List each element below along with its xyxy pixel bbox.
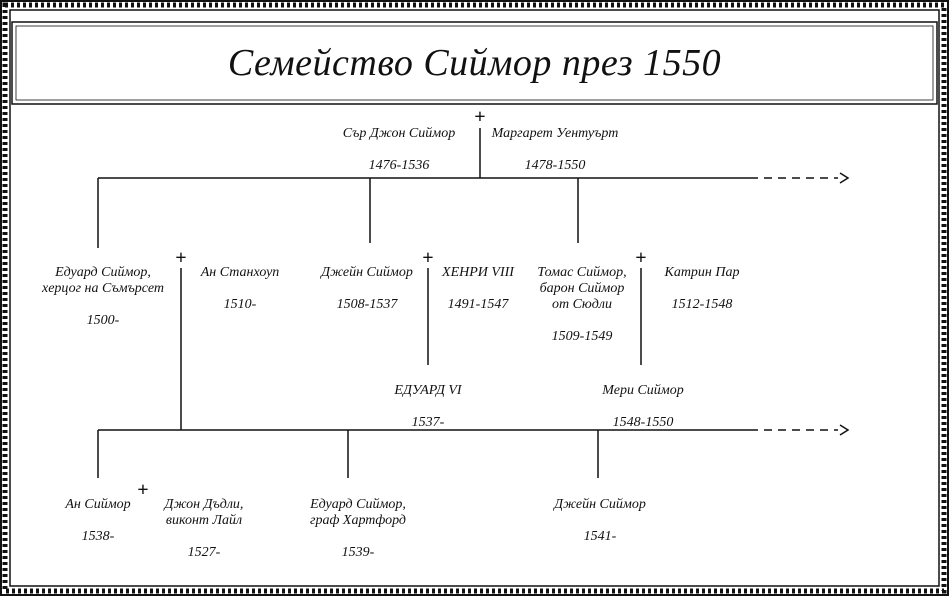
person-anne-seymour: Ан Сиймор 1538- [50, 481, 146, 561]
marriage-plus: + [474, 106, 486, 128]
person-name: Едуард Сиймор, херцог на Съмърсет [42, 265, 164, 296]
marriage-plus: + [175, 247, 187, 269]
person-years: 1500- [86, 313, 120, 328]
person-name: Ан Сиймор [65, 497, 131, 512]
person-years: 1478-1550 [524, 158, 586, 173]
person-years: 1509-1549 [551, 329, 613, 344]
person-years: 1510- [223, 297, 257, 312]
person-name: Джейн Сиймор [554, 497, 646, 512]
person-name: Джон Дъдли, виконт Лайл [164, 497, 244, 528]
person-john-dudley: Джон Дъдли, виконт Лайл 1527- [150, 481, 258, 577]
person-years: 1539- [341, 545, 375, 560]
person-jane-seymour-jr: Джейн Сиймор 1541- [545, 481, 655, 561]
person-name: Сър Джон Сиймор [342, 126, 456, 141]
person-anne-stanhope: Ан Станхоуп 1510- [192, 249, 288, 329]
person-henry-viii: ХЕНРИ VIII 1491-1547 [432, 249, 524, 329]
person-name: Едуард Сиймор, граф Хартфорд [309, 497, 407, 528]
person-edward-seymour-somerset: Едуард Сиймор, херцог на Съмърсет 1500- [38, 249, 168, 345]
person-years: 1537- [411, 415, 445, 430]
person-name: Томас Сиймор, барон Сиймор от Сюдли [537, 265, 627, 312]
person-name: ЕДУАРД VI [394, 383, 462, 398]
person-name: Маргарет Уентуърт [491, 126, 619, 141]
person-edward-seymour-hertford: Едуард Сиймор, граф Хартфорд 1539- [295, 481, 421, 577]
person-jane-seymour: Джейн Сиймор 1508-1537 [312, 249, 422, 329]
person-years: 1512-1548 [671, 297, 733, 312]
person-years: 1527- [187, 545, 221, 560]
marriage-plus: + [422, 247, 434, 269]
title-box [11, 21, 938, 105]
person-years: 1508-1537 [336, 297, 398, 312]
person-years: 1538- [81, 529, 115, 544]
person-name: Джейн Сиймор [321, 265, 413, 280]
page-title: Семейство Сиймор през 1550 [227, 42, 722, 84]
person-margaret-wentworth: Маргарет Уентуърт 1478-1550 [488, 110, 622, 190]
person-thomas-seymour: Томас Сиймор, барон Сиймор от Сюдли 1509… [530, 249, 634, 361]
generation-2-arrow [839, 172, 850, 184]
person-name: Ан Станхоуп [200, 265, 280, 280]
person-catherine-parr: Катрин Пар 1512-1548 [652, 249, 752, 329]
person-years: 1476-1536 [368, 158, 430, 173]
person-years: 1548-1550 [612, 415, 674, 430]
generation-3-arrow [839, 424, 850, 436]
person-name: Мери Сиймор [602, 383, 684, 398]
person-mary-seymour: Мери Сиймор 1548-1550 [588, 367, 698, 447]
person-edward-vi: ЕДУАРД VI 1537- [380, 367, 476, 447]
person-years: 1491-1547 [447, 297, 509, 312]
person-john-seymour: Сър Джон Сиймор 1476-1536 [334, 110, 464, 190]
marriage-plus: + [137, 479, 149, 501]
person-name: Катрин Пар [664, 265, 740, 280]
person-years: 1541- [583, 529, 617, 544]
marriage-plus: + [635, 247, 647, 269]
person-name: ХЕНРИ VIII [442, 265, 514, 280]
